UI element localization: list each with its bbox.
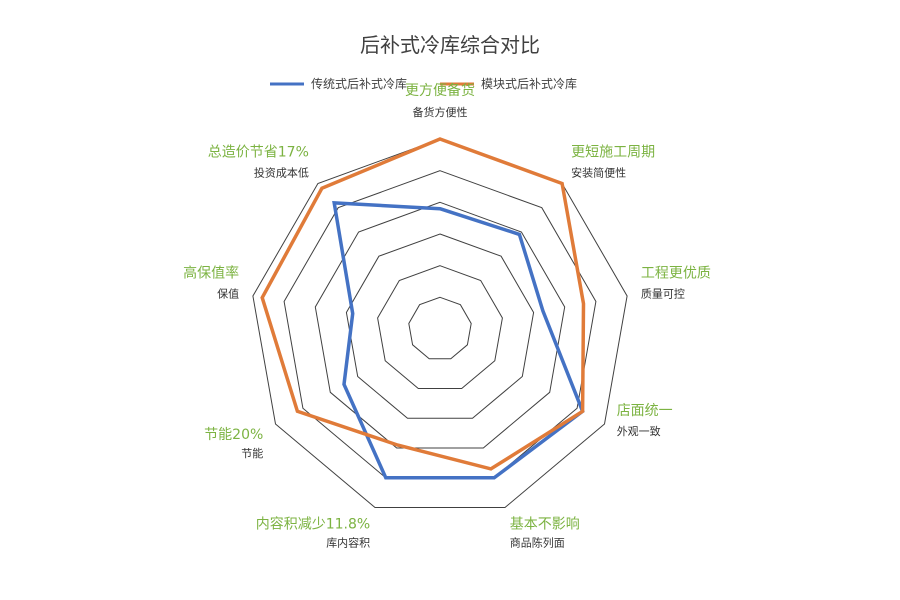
radar-grid: [252, 138, 628, 508]
grid-ring-6: [252, 138, 628, 508]
legend-label-modular: 模块式后补式冷库: [481, 76, 577, 91]
legend: 传统式后补式冷库 模块式后补式冷库: [270, 76, 577, 91]
chart-title: 后补式冷库综合对比: [360, 33, 540, 57]
axis-label-4: 商品陈列面: [510, 536, 565, 550]
axis-label-2: 质量可控: [641, 287, 685, 301]
axis-label-1: 安装简便性: [571, 166, 626, 180]
axis-label-6: 节能: [241, 446, 263, 460]
axis-highlight-0: 更方便备货: [405, 82, 475, 99]
axis-label-7: 保值: [217, 287, 239, 301]
axis-label-3: 外观一致: [617, 424, 661, 438]
grid-ring-1: [408, 296, 472, 360]
axis-highlight-7: 高保值率: [183, 265, 239, 282]
series-line-0: [332, 201, 585, 480]
legend-item-modular: 模块式后补式冷库: [440, 76, 577, 91]
axis-highlight-1: 更短施工周期: [571, 145, 655, 161]
axis-highlight-2: 工程更优质: [641, 266, 711, 282]
axis-label-8: 投资成本低: [254, 166, 309, 180]
series-line-1: [260, 137, 586, 471]
axis-highlight-5: 内容积减少11.8%: [256, 516, 370, 533]
grid-ring-3: [345, 233, 535, 419]
grid-ring-4: [314, 201, 566, 449]
radar-series: [260, 137, 586, 480]
axis-highlight-4: 基本不影响: [510, 516, 580, 533]
legend-label-traditional: 传统式后补式冷库: [311, 76, 407, 91]
axis-label-5: 库内容积: [326, 536, 370, 550]
axis-labels: 更方便备货备货方便性更短施工周期安装简便性工程更优质质量可控店面统一外观一致基本…: [183, 82, 711, 550]
grid-ring-2: [377, 265, 503, 389]
axis-highlight-6: 节能20%: [204, 427, 263, 443]
legend-item-traditional: 传统式后补式冷库: [270, 76, 407, 91]
axis-highlight-8: 总造价节省17%: [208, 145, 309, 161]
axis-highlight-3: 店面统一: [617, 403, 673, 419]
axis-label-0: 备货方便性: [413, 105, 468, 119]
